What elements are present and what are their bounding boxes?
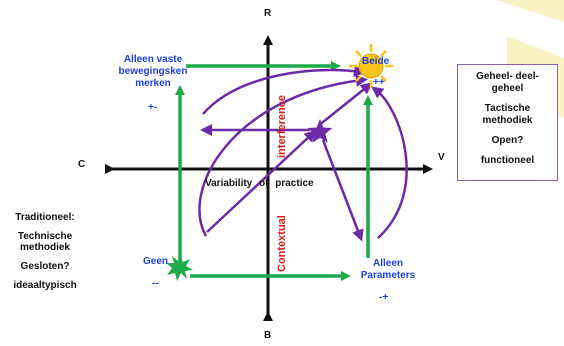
right-panel-line: methodiek	[482, 115, 533, 126]
left-panel-line: Technische	[17, 231, 73, 242]
left-panel-line: Traditioneel:	[15, 212, 75, 223]
quadrant-label-top-right: Beide	[362, 56, 390, 67]
right-panel-line: Tactische	[484, 103, 531, 114]
burst-icon	[166, 255, 193, 281]
vertical-label-interference: interference	[276, 95, 288, 158]
right-panel-box: Geheel- deel- geheel Tactische methodiek…	[457, 64, 558, 181]
quadrant-label-bottom-left: Geen	[143, 256, 169, 267]
green-arrows	[175, 61, 373, 281]
purple-line-star-to-sun	[317, 82, 373, 127]
purple-line-down-right	[321, 139, 364, 242]
left-panel-line: ideaaltypisch	[13, 280, 77, 291]
axis-label-right: V	[438, 152, 445, 163]
sun-icon	[349, 44, 393, 88]
star-icon	[307, 119, 333, 143]
label-line: merken	[135, 78, 171, 89]
purple-line-up-to-star	[206, 129, 317, 233]
quadrant-sign-bottom-left: --	[152, 278, 159, 289]
purple-curve-top-wide	[198, 74, 368, 237]
label-line: Alleen vaste	[123, 54, 183, 65]
axis-label-bottom: B	[264, 330, 272, 341]
stripe-shape	[497, 0, 564, 22]
axis-label-top: R	[264, 8, 272, 19]
purple-curve-right	[371, 86, 408, 239]
quadrant-label-top-left: Alleen vaste bewegingsken merken	[110, 54, 196, 90]
quadrant-sign-bottom-right: -+	[379, 292, 389, 303]
quadrant-sign-top-right: ++	[373, 77, 385, 88]
right-panel-line: Geheel- deel-	[476, 71, 539, 82]
right-panel-line: Open?	[491, 135, 524, 146]
axis-label-left: C	[78, 159, 86, 170]
vertical-label-contextual: Contextual	[276, 215, 288, 272]
left-panel-line: methodiek	[19, 242, 70, 253]
right-panel-line: functioneel	[480, 155, 535, 166]
quadrant-label-bottom-right: Alleen Parameters	[350, 258, 426, 282]
left-panel: Traditioneel: Technische methodiek Geslo…	[2, 212, 88, 291]
purple-arrows	[198, 65, 408, 242]
label-line: Alleen	[372, 258, 403, 269]
center-axis-label: Variability of practice	[205, 178, 314, 189]
quadrant-sign-top-left: +-	[148, 102, 158, 113]
purple-curve-top-left	[202, 65, 366, 115]
label-line: Parameters	[360, 270, 416, 281]
axes	[105, 35, 433, 321]
left-panel-line: Gesloten?	[20, 261, 70, 272]
right-panel-line: geheel	[491, 83, 524, 94]
label-line: bewegingsken	[118, 66, 188, 77]
